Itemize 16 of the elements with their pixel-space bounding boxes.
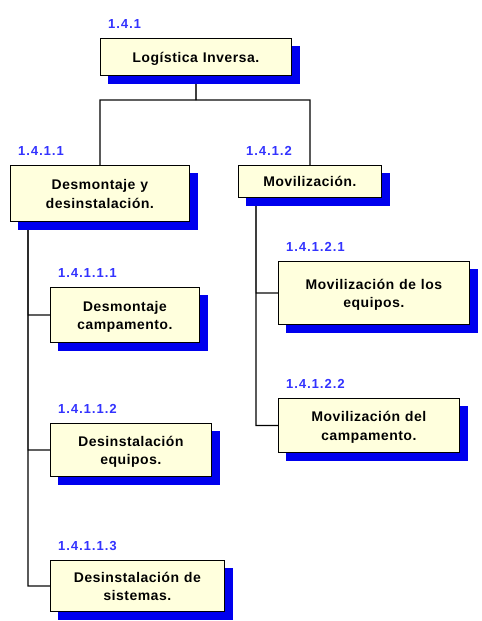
wbs-code: 1.4.1 [108, 16, 142, 31]
task-label: Desmontaje y desinstalación. [44, 175, 156, 212]
wbs-code: 1.4.1.1 [18, 143, 65, 158]
task-label: Desinstalación equipos. [77, 432, 185, 468]
wbs-code: 1.4.1.1.1 [58, 265, 118, 280]
wbs-code: 1.4.1.2.2 [286, 376, 346, 391]
wbs-code: 1.4.1.2.1 [286, 239, 346, 254]
task-label: Movilización. [263, 172, 357, 191]
task-label: Logística Inversa. [132, 48, 260, 66]
task-label: Movilización del campamento. [310, 407, 428, 444]
wbs-code: 1.4.1.2 [246, 143, 293, 158]
task-label: Desinstalación de sistemas. [72, 568, 202, 604]
wbs-code: 1.4.1.1.3 [58, 538, 118, 553]
task-label: Desmontaje campamento. [76, 296, 174, 334]
wbs-code: 1.4.1.1.2 [58, 401, 118, 416]
task-label: Movilización de los equipos. [304, 274, 444, 312]
